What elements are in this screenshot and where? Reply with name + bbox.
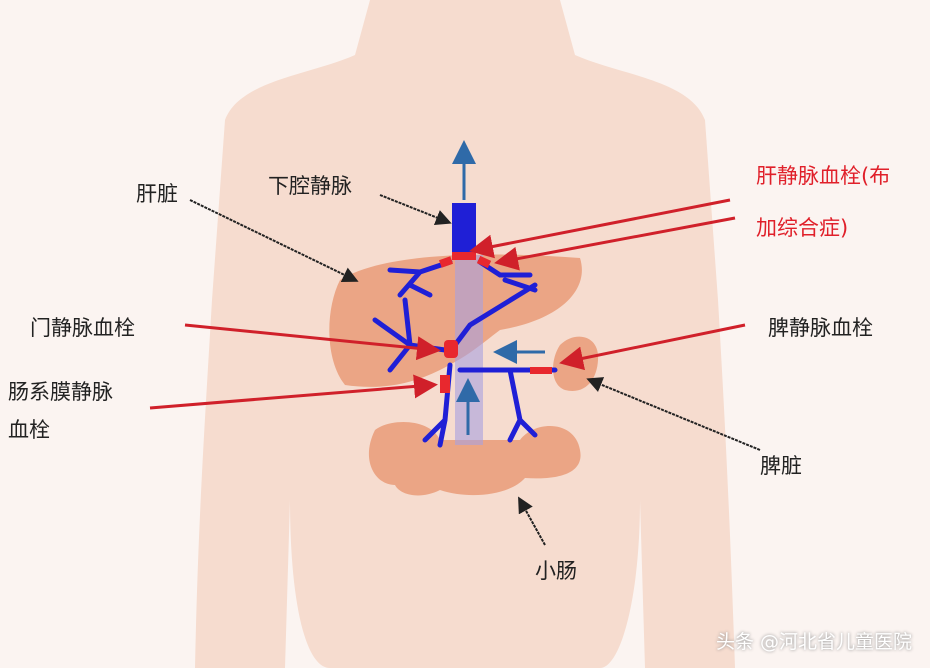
black-pointers: [189, 194, 761, 546]
label-splenic-vein-thrombus: 脾静脉血栓: [768, 316, 873, 340]
label-ivc: 下腔静脉: [268, 174, 352, 198]
label-small-intestine: 小肠: [535, 559, 577, 583]
label-hepatic-vein-thrombus-1: 肝静脉血栓(布: [756, 164, 891, 188]
label-spleen: 脾脏: [760, 454, 802, 478]
flow-arrows: [452, 140, 545, 435]
inferior-vena-cava: [452, 203, 476, 258]
label-hepatic-vein-thrombus-2: 加综合症): [756, 216, 849, 240]
small-intestine: [368, 421, 581, 496]
label-mesenteric-vein-thrombus-1: 肠系膜静脉: [8, 380, 113, 404]
watermark: 头条 @河北省儿童医院: [715, 631, 912, 653]
label-mesenteric-vein-thrombus-2: 血栓: [8, 418, 50, 442]
hepatic-veins: [372, 259, 558, 448]
label-liver: 肝脏: [136, 182, 178, 206]
label-portal-vein-thrombus: 门静脉血栓: [30, 316, 135, 340]
thrombi: [438, 252, 552, 393]
red-pointers: [149, 198, 746, 410]
